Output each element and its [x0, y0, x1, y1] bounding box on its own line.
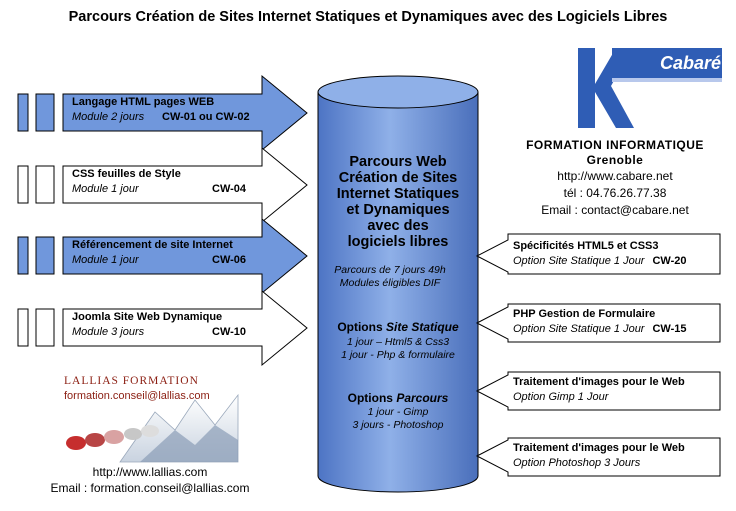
cylinder-title-line-3: Internet Statiques	[336, 186, 460, 202]
option-1: Spécificités HTML5 et CSS3 Option Site S…	[513, 239, 686, 269]
module-arrow-2	[17, 146, 308, 224]
cabare-phone: tél : 04.76.26.77.38	[563, 186, 667, 200]
module-1-title: Langage HTML pages WEB	[72, 96, 215, 108]
cylinder-option-2-line-2: 3 jours - Photoshop	[352, 419, 444, 431]
module-4: Joomla Site Web Dynamique Module 3 jours…	[72, 310, 246, 340]
center-cylinder	[317, 75, 479, 493]
option-3: Traitement d'images pour le Web Option G…	[513, 375, 685, 405]
cylinder-option-1-line-1: 1 jour – Html5 & Css3	[346, 336, 450, 348]
cabare-url[interactable]: http://www.cabare.net	[557, 169, 673, 183]
module-4-code: CW-10	[212, 326, 247, 338]
option-2-subtitle: Option Site Statique 1 Jour	[513, 323, 645, 335]
lallias-logo	[58, 372, 239, 463]
module-arrow-1	[17, 74, 308, 152]
cylinder-option-heading-2: Options Parcours	[347, 391, 449, 405]
module-arrow-4	[17, 289, 308, 367]
lallias-brand: LALLIAS FORMATION	[64, 375, 199, 387]
cylinder-title-line-1: Parcours Web	[349, 154, 447, 170]
option-3-title: Traitement d'images pour le Web	[513, 376, 685, 388]
option-2-code: CW-15	[652, 323, 687, 335]
option-1-code: CW-20	[652, 255, 687, 267]
module-1: Langage HTML pages WEB Module 2 jours CW…	[72, 95, 250, 125]
option-1-subtitle: Option Site Statique 1 Jour	[513, 255, 645, 267]
module-4-title: Joomla Site Web Dynamique	[72, 311, 223, 323]
module-1-code: CW-01 ou CW-02	[162, 111, 250, 123]
option-3-subtitle: Option Gimp 1 Jour	[513, 391, 609, 403]
module-3-duration: Module 1 jour	[72, 254, 139, 266]
cylinder-subtitle-2: Modules éligibles DIF	[339, 277, 441, 289]
module-arrow-3	[17, 217, 308, 295]
module-4-duration: Module 3 jours	[72, 326, 145, 338]
option-4-title: Traitement d'images pour le Web	[513, 442, 685, 454]
module-2: CSS feuilles de Style Module 1 jour CW-0…	[72, 167, 246, 197]
option-4-subtitle: Option Photoshop 3 Jours	[513, 457, 641, 469]
lallias-logo-email: formation.conseil@lallias.com	[64, 390, 210, 402]
cabare-logo-text: Cabaré	[660, 53, 721, 73]
cabare-name: FORMATION INFORMATIQUE	[526, 138, 704, 152]
lallias-url[interactable]: http://www.lallias.com	[92, 465, 208, 479]
module-3: Référencement de site Internet Module 1 …	[72, 238, 246, 268]
lallias-email[interactable]: Email : formation.conseil@lallias.com	[50, 481, 250, 495]
cylinder-option-heading-1: Options Site Statique	[337, 320, 459, 334]
module-2-code: CW-04	[212, 183, 247, 195]
option-2: PHP Gestion de Formulaire Option Site St…	[513, 307, 686, 337]
option-4: Traitement d'images pour le Web Option P…	[513, 441, 685, 471]
cylinder-title-line-5: avec des	[367, 218, 429, 234]
cylinder-title-line-6: logiciels libres	[347, 234, 449, 250]
module-1-duration: Module 2 jours	[72, 111, 145, 123]
option-arrow-2	[475, 303, 721, 343]
cylinder-title-line-4: et Dynamiques	[346, 202, 450, 218]
cylinder-title-line-2: Création de Sites	[338, 170, 458, 186]
module-3-title: Référencement de site Internet	[72, 239, 233, 251]
cylinder-option-2-line-1: 1 jour - Gimp	[367, 406, 429, 418]
option-1-title: Spécificités HTML5 et CSS3	[513, 240, 659, 252]
module-2-duration: Module 1 jour	[72, 183, 139, 195]
cabare-logo: Cabaré	[578, 48, 722, 128]
cylinder-option-1-line-2: 1 jour - Php & formulaire	[341, 349, 455, 361]
cabare-city: Grenoble	[586, 153, 644, 167]
option-arrow-3	[475, 371, 721, 411]
option-arrow-1	[475, 233, 721, 275]
module-3-code: CW-06	[212, 254, 247, 266]
option-arrow-4	[475, 437, 721, 477]
cabare-email[interactable]: Email : contact@cabare.net	[541, 203, 689, 217]
module-2-title: CSS feuilles de Style	[72, 168, 181, 180]
option-2-title: PHP Gestion de Formulaire	[513, 308, 656, 320]
cylinder-subtitle-1: Parcours de 7 jours 49h	[334, 264, 446, 276]
page-title: Parcours Création de Sites Internet Stat…	[68, 9, 668, 25]
